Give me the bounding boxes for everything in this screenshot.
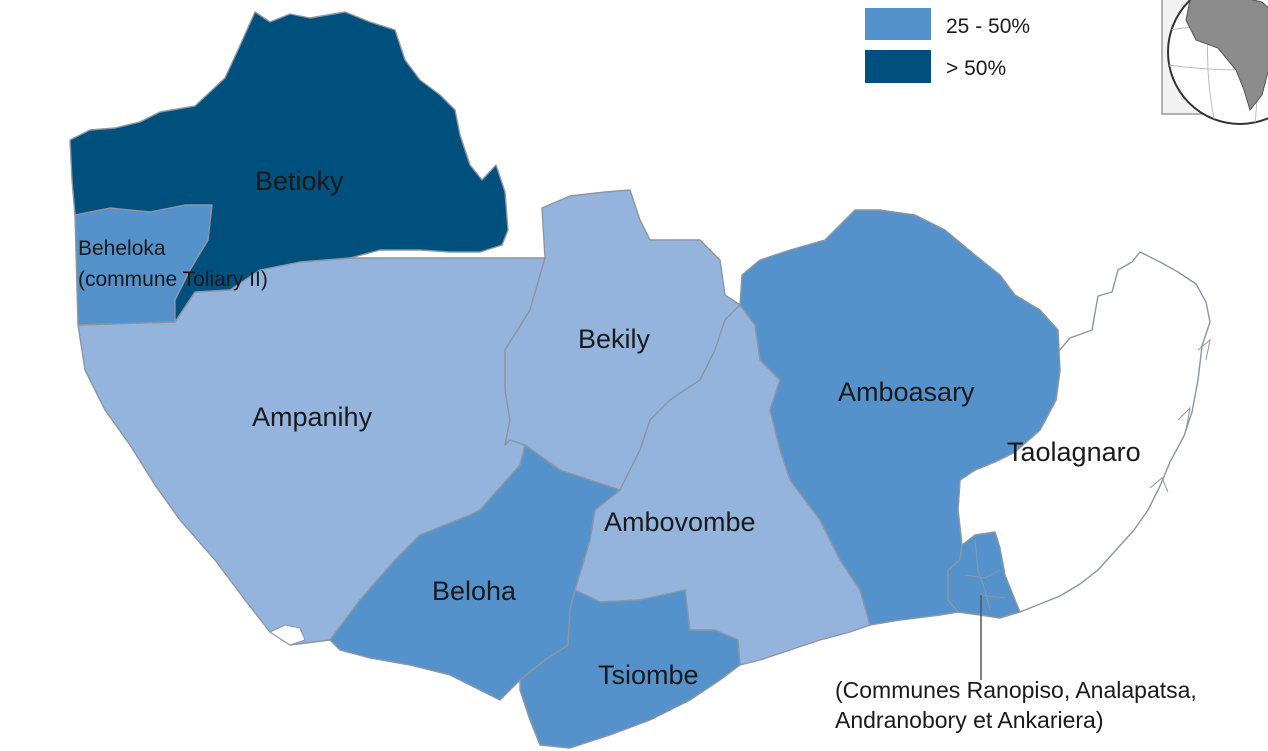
legend-label-gt-50: > 50% [946,57,1006,80]
region-ranopiso-communes[interactable] [947,531,1021,619]
label-taolagnaro: Taolagnaro [1007,437,1141,467]
africa-shape [1185,0,1268,112]
legend: 25 - 50% > 50% [865,8,1030,83]
region-tsiombe[interactable] [519,589,741,749]
legend-label-25-50: 25 - 50% [946,15,1030,38]
coast-detail [268,624,306,646]
legend-swatch-gt-50 [865,50,931,83]
label-ambovombe: Ambovombe [604,507,756,537]
label-beloha: Beloha [432,576,517,606]
africa-locator-globe-icon [1161,0,1268,125]
legend-swatch-25-50 [865,8,931,40]
region-betioky[interactable] [69,11,509,323]
label-bekily: Bekily [578,324,651,354]
communes-note-line1: (Communes Ranopiso, Analapatsa, [835,677,1197,703]
communes-note-line2: Andranobory et Ankariera) [835,707,1104,733]
label-beheloka-sub: (commune Toliary II) [78,268,268,291]
region-amboasary[interactable] [739,209,1061,626]
label-ampanihy: Ampanihy [252,402,373,432]
label-beheloka: Beheloka [78,237,166,260]
label-amboasary: Amboasary [838,377,975,407]
label-betioky: Betioky [255,166,344,196]
commune-divider [964,539,1006,611]
coast-detail-east [1149,338,1211,493]
label-tsiombe: Tsiombe [598,660,699,690]
region-beloha[interactable] [329,444,621,701]
